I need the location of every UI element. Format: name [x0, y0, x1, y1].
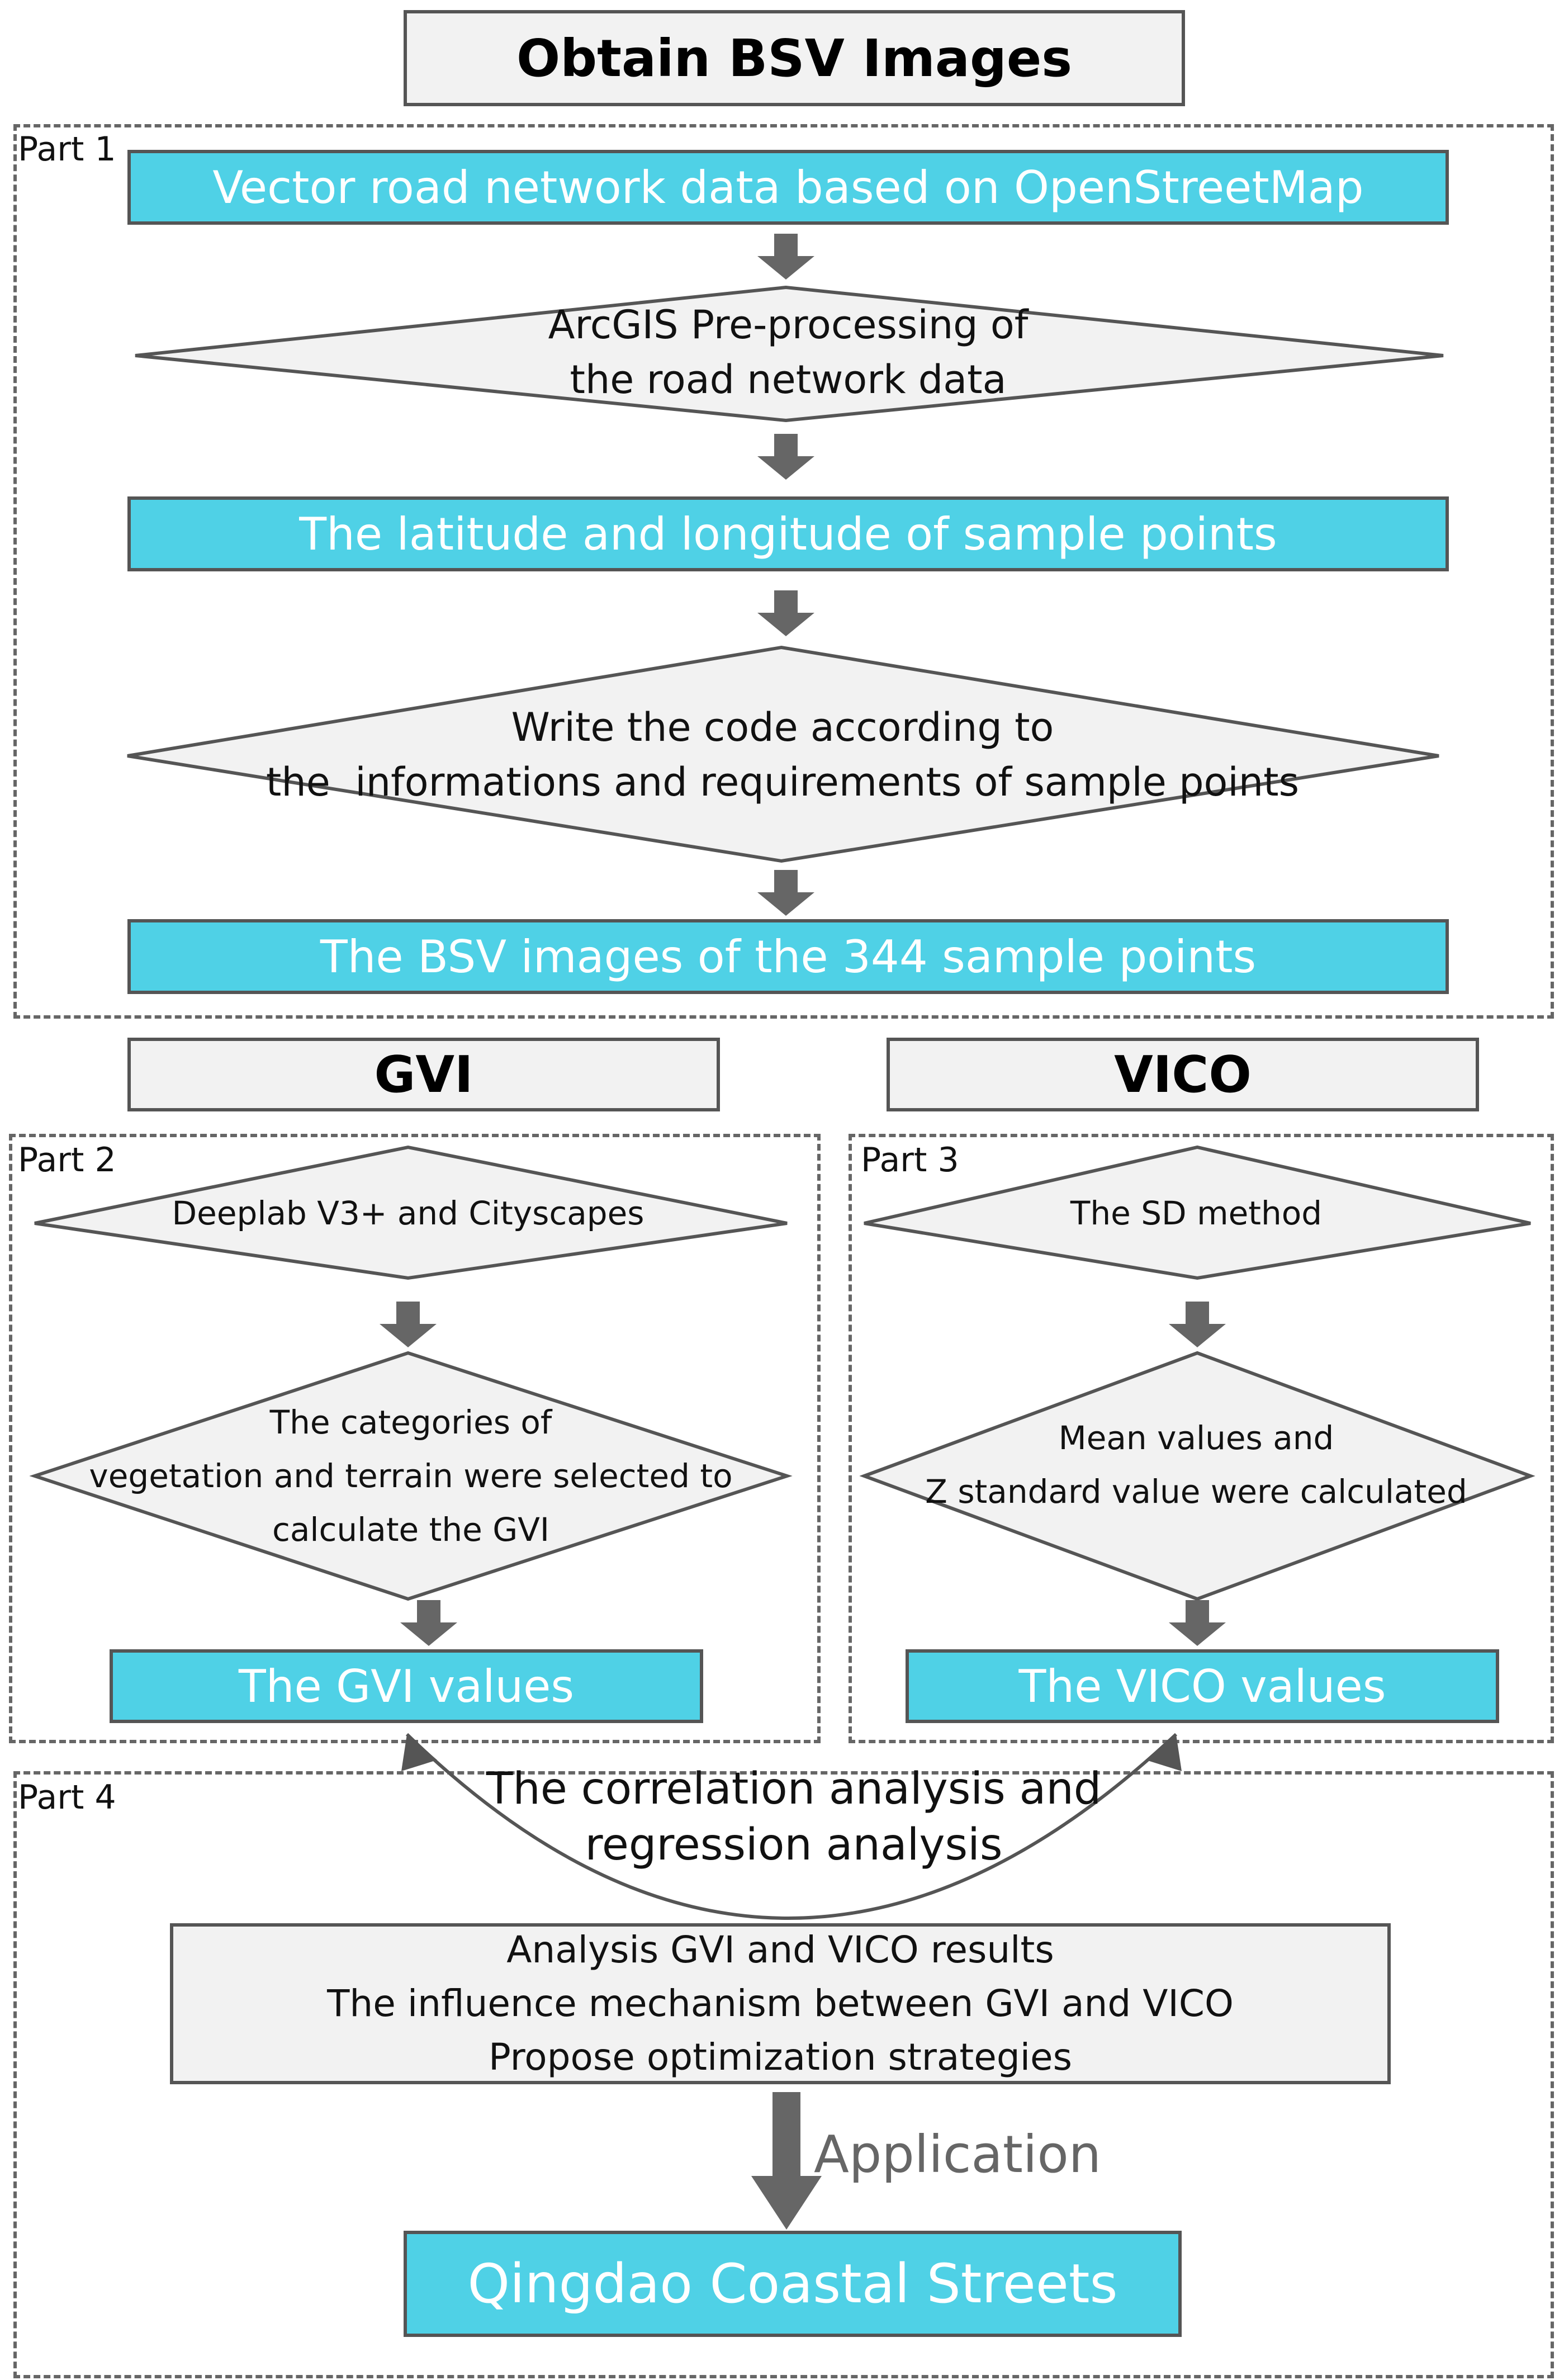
vico-decision2-text: Mean values and Z standard value were ca… [883, 1409, 1509, 1521]
curve-arrowhead-right [1146, 1734, 1182, 1771]
gvi-decision2-text: The categories of vegetation and terrain… [56, 1392, 766, 1560]
analysis-line1: The correlation analysis and [486, 1764, 1102, 1814]
gvi-decision2-line1: The categories of [269, 1403, 552, 1441]
arrow-vico-2 [1169, 1600, 1226, 1646]
gvi-title: GVI [374, 1045, 473, 1104]
header-title: Obtain BSV Images [516, 28, 1072, 88]
gvi-decision2-line3: calculate the GVI [272, 1511, 550, 1549]
gvi-title-box: GVI [127, 1038, 720, 1111]
part1-decision2-line1: Write the code according to [511, 704, 1054, 750]
part1-step1-box: Vector road network data based on OpenSt… [127, 150, 1449, 225]
arrow-gvi-1 [380, 1302, 437, 1347]
vico-title: VICO [1114, 1045, 1252, 1104]
correlation-curve [405, 1733, 1178, 1920]
gvi-decision2-diamond [29, 1351, 793, 1601]
results-line-1: Analysis GVI and VICO results [506, 1928, 1054, 1971]
part3-container [849, 1134, 1554, 1743]
part2-label: Part 2 [18, 1141, 116, 1180]
part1-decision1-text: ArcGIS Pre-processing of the road networ… [335, 291, 1241, 414]
part1-decision1-line2: the road network data [570, 357, 1007, 403]
vico-decision1-line: The SD method [1070, 1194, 1323, 1232]
part4-results-box: Analysis GVI and VICO results The influe… [170, 1923, 1391, 2084]
curve-arrowhead-left [401, 1734, 437, 1771]
analysis-line2: regression analysis [585, 1820, 1003, 1870]
vico-title-box: VICO [887, 1038, 1479, 1111]
gvi-result-text: The GVI values [238, 1660, 575, 1712]
final-box: Qingdao Coastal Streets [404, 2231, 1182, 2337]
part1-decision1-line1: ArcGIS Pre-processing of [548, 302, 1029, 348]
vico-decision2-line1: Mean values and [1058, 1419, 1334, 1457]
part4-container [13, 1771, 1554, 2378]
vico-decision2-line2: Z standard value were calculated [925, 1473, 1467, 1511]
part1-step2-box: The latitude and longitude of sample poi… [127, 496, 1449, 571]
gvi-decision1-diamond [34, 1145, 788, 1280]
vico-result-text: The VICO values [1018, 1660, 1386, 1712]
flow-arrows [380, 234, 1226, 2230]
vico-result-box: The VICO values [906, 1649, 1499, 1723]
part1-decision2-line2: the informations and requirements of sam… [266, 759, 1300, 805]
part1-step1-text: Vector road network data based on OpenSt… [212, 161, 1364, 214]
header-title-box: Obtain BSV Images [404, 10, 1185, 106]
arrow-vico-1 [1169, 1302, 1226, 1347]
final-text: Qingdao Coastal Streets [467, 2253, 1118, 2315]
part1-container [13, 124, 1554, 1019]
arrow-4 [757, 870, 814, 916]
part1-step3-box: The BSV images of the 344 sample points [127, 919, 1449, 994]
analysis-text: The correlation analysis and regression … [425, 1756, 1163, 1879]
vico-decision1-text: The SD method [950, 1185, 1442, 1241]
arrow-2 [757, 434, 814, 480]
results-line-3: Propose optimization strategies [488, 2036, 1073, 2079]
results-line-2: The influence mechanism between GVI and … [327, 1982, 1234, 2025]
arrow-3 [757, 590, 814, 636]
part1-label: Part 1 [18, 130, 116, 169]
part3-label: Part 3 [861, 1141, 959, 1180]
part1-decision2-diamond [127, 645, 1439, 863]
gvi-decision1-line: Deeplab V3+ and Cityscapes [172, 1194, 644, 1232]
part1-decision2-text: Write the code according to the informat… [190, 676, 1375, 833]
gvi-decision1-text: Deeplab V3+ and Cityscapes [101, 1185, 715, 1241]
application-arrow [751, 2092, 822, 2230]
arrow-gvi-2 [400, 1600, 457, 1646]
part1-decision1-diamond [135, 285, 1444, 423]
gvi-result-box: The GVI values [110, 1649, 703, 1723]
part4-label: Part 4 [18, 1778, 116, 1817]
application-label: Application [814, 2125, 1102, 2184]
part1-step3-text: The BSV images of the 344 sample points [320, 930, 1257, 983]
part1-step2-text: The latitude and longitude of sample poi… [299, 508, 1277, 560]
arrow-1 [757, 234, 814, 280]
vico-decision2-diamond [859, 1351, 1535, 1601]
vico-decision1-diamond [864, 1145, 1531, 1280]
gvi-decision2-line2: vegetation and terrain were selected to [89, 1457, 733, 1495]
